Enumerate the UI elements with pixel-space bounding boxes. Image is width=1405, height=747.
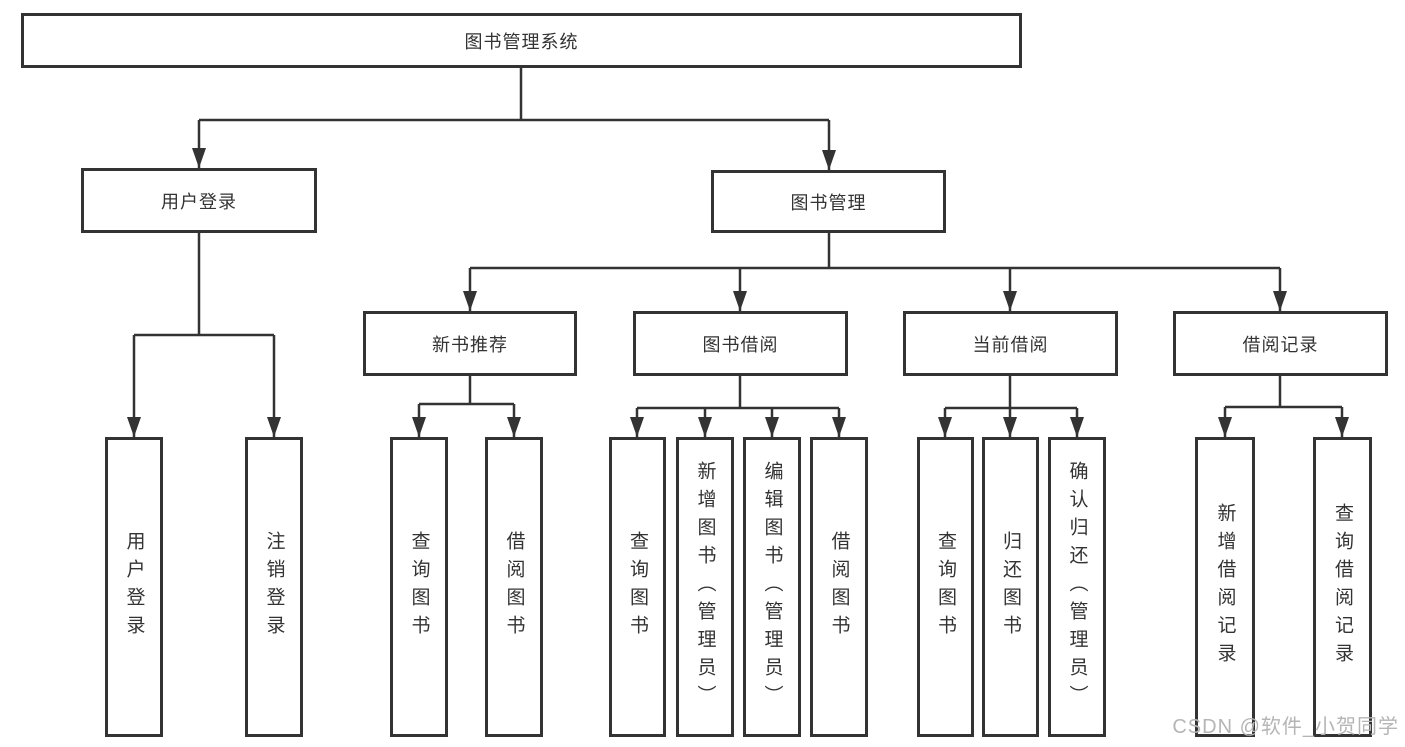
node-root: 图书管理系统 (21, 13, 1022, 68)
leaf-logout-label: 注销登录 (263, 531, 285, 643)
leaf-query-books-3: 查询图书 (917, 437, 974, 737)
leaf-add-borrow-record-label: 新增借阅记录 (1214, 503, 1236, 671)
leaf-edit-book-admin: 编辑图书（管理员） (743, 437, 801, 737)
node-user-login: 用户登录 (81, 168, 317, 233)
node-new-book-recommend: 新书推荐 (363, 311, 577, 376)
node-borrow-records: 借阅记录 (1173, 311, 1388, 376)
leaf-user-login-label: 用户登录 (123, 531, 145, 643)
leaf-query-books-1: 查询图书 (390, 437, 448, 737)
node-book-management-label: 图书管理 (790, 192, 867, 213)
leaf-return-books-label: 归还图书 (1000, 531, 1021, 643)
leaf-borrow-books-2: 借阅图书 (810, 437, 868, 737)
node-current-borrow-label: 当前借阅 (972, 334, 1049, 355)
leaf-query-books-2: 查询图书 (609, 437, 666, 737)
node-borrow-records-label: 借阅记录 (1242, 334, 1319, 355)
leaf-add-book-admin: 新增图书（管理员） (676, 437, 734, 737)
node-book-borrow-label: 图书借阅 (702, 334, 779, 355)
leaf-logout: 注销登录 (245, 437, 303, 737)
leaf-confirm-return-admin-label: 确认归还（管理员） (1066, 461, 1088, 713)
leaf-borrow-books-1-label: 借阅图书 (503, 531, 525, 643)
leaf-borrow-books-2-label: 借阅图书 (828, 531, 850, 643)
node-book-borrow: 图书借阅 (633, 311, 848, 376)
leaf-confirm-return-admin: 确认归还（管理员） (1048, 437, 1106, 737)
leaf-user-login: 用户登录 (105, 437, 163, 737)
csdn-watermark: CSDN @软件_小贺同学 (1172, 716, 1399, 738)
node-new-book-recommend-label: 新书推荐 (432, 334, 508, 355)
node-book-management: 图书管理 (711, 170, 946, 233)
leaf-add-book-admin-label: 新增图书（管理员） (694, 461, 716, 713)
node-user-login-label: 用户登录 (161, 191, 237, 212)
leaf-return-books: 归还图书 (982, 437, 1039, 737)
leaf-edit-book-admin-label: 编辑图书（管理员） (761, 461, 783, 713)
leaf-query-books-1-label: 查询图书 (408, 531, 430, 643)
leaf-query-borrow-record-label: 查询借阅记录 (1332, 503, 1353, 671)
leaf-query-books-3-label: 查询图书 (935, 531, 956, 643)
leaf-add-borrow-record: 新增借阅记录 (1195, 437, 1255, 737)
node-root-label: 图书管理系统 (464, 31, 579, 52)
leaf-borrow-books-1: 借阅图书 (485, 437, 543, 737)
leaf-query-borrow-record: 查询借阅记录 (1313, 437, 1372, 737)
node-current-borrow: 当前借阅 (903, 311, 1118, 376)
leaf-query-books-2-label: 查询图书 (627, 531, 648, 643)
